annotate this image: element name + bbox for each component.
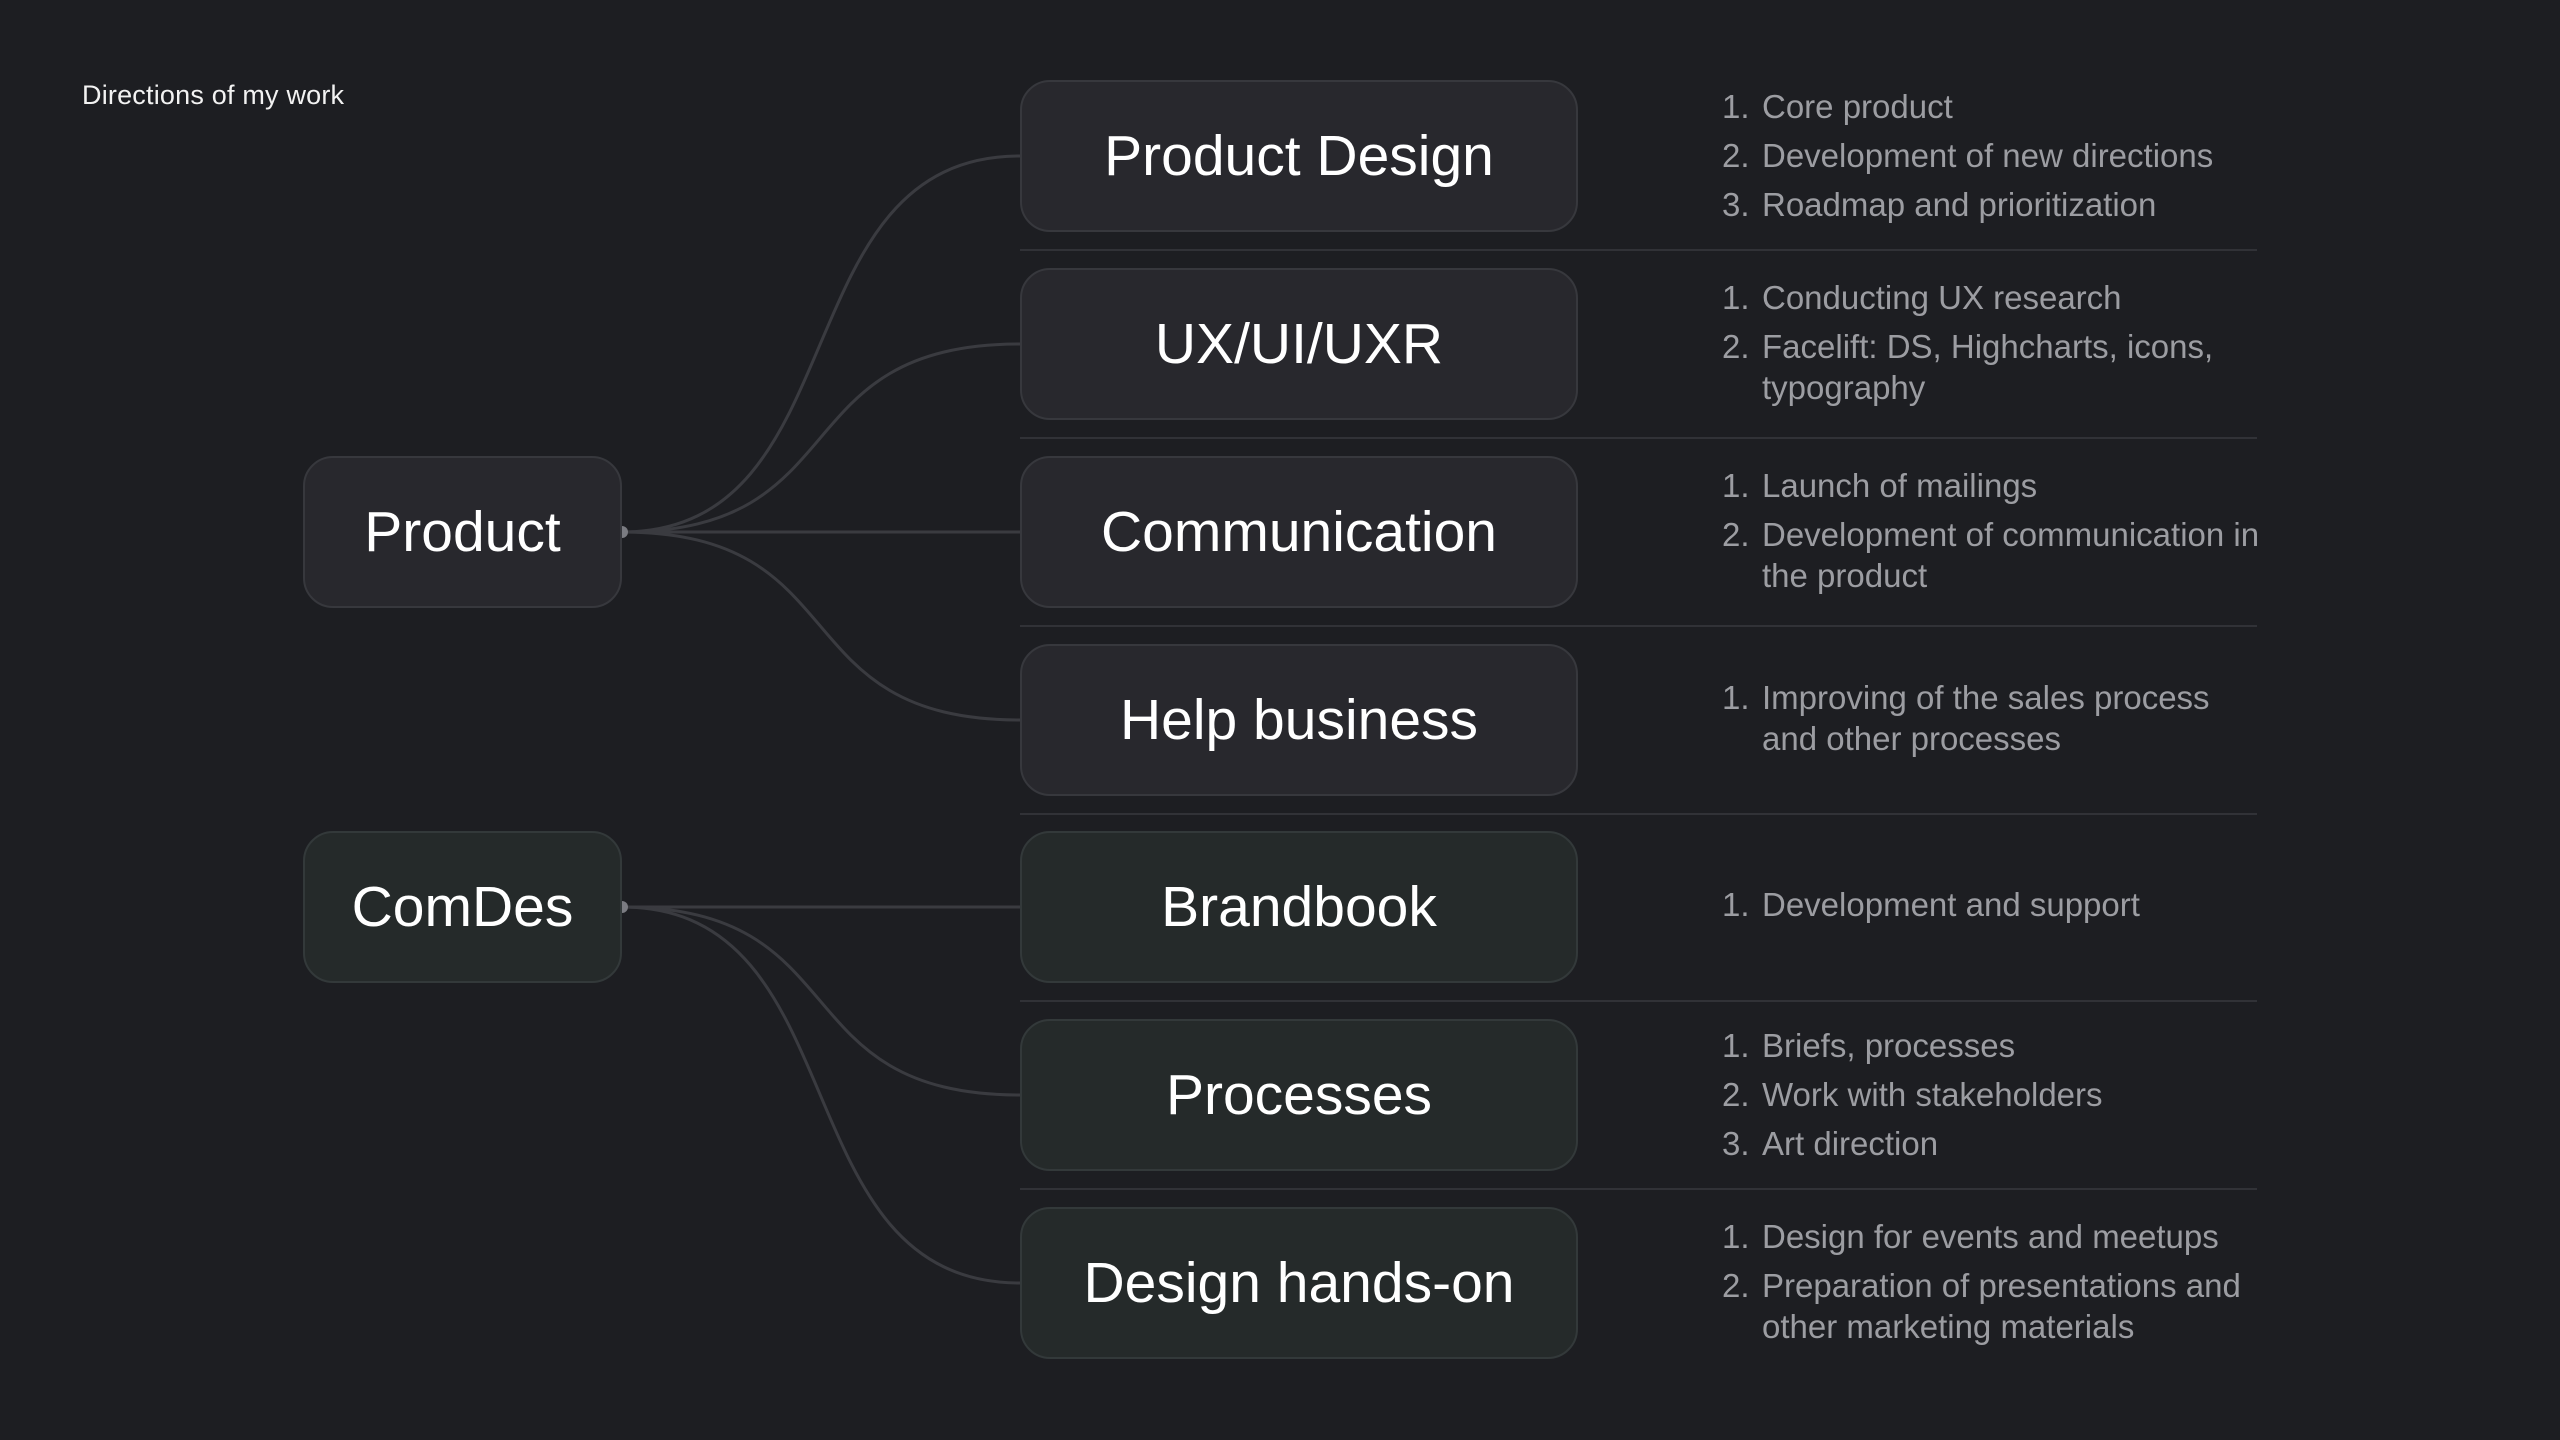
list-ux-ui-uxr: 1.Conducting UX research 2.Facelift: DS,… xyxy=(1722,277,2262,416)
list-item: 1.Design for events and meetups xyxy=(1722,1218,2219,1255)
child-node-label: Communication xyxy=(1101,500,1497,564)
child-node-product-design: Product Design xyxy=(1020,80,1578,232)
list-item: 1.Improving of the sales process and oth… xyxy=(1722,679,2210,757)
child-node-label: Help business xyxy=(1119,688,1479,752)
child-node-ux-ui-uxr: UX/UI/UXR xyxy=(1020,268,1578,420)
list-item: 1.Briefs, processes xyxy=(1722,1027,2016,1064)
row-divider xyxy=(1020,249,2257,251)
row-divider xyxy=(1020,1000,2257,1002)
root-node-label: ComDes xyxy=(351,875,574,939)
list-product-design: 1.Core product 2.Development of new dire… xyxy=(1722,86,2262,233)
list-item: 1.Conducting UX research xyxy=(1722,279,2122,316)
list-item: 3.Roadmap and prioritization xyxy=(1722,186,2157,223)
connector-help-business xyxy=(621,530,1021,722)
list-item: 1.Launch of mailings xyxy=(1722,467,2038,504)
root-node-product: Product xyxy=(303,456,622,608)
list-help-business: 1.Improving of the sales process and oth… xyxy=(1722,677,2262,767)
list-item: 2.Development of communication in the pr… xyxy=(1722,516,2260,594)
child-node-label: Product Design xyxy=(1104,124,1494,188)
child-node-brandbook: Brandbook xyxy=(1020,831,1578,983)
child-node-processes: Processes xyxy=(1020,1019,1578,1171)
list-item: 3.Art direction xyxy=(1722,1125,1939,1162)
row-divider xyxy=(1020,625,2257,627)
child-node-communication: Communication xyxy=(1020,456,1578,608)
list-item: 2.Preparation of presentations and other… xyxy=(1722,1267,2241,1345)
list-item: 1.Development and support xyxy=(1722,886,2140,923)
row-divider xyxy=(1020,813,2257,815)
child-node-label: Brandbook xyxy=(1161,875,1437,939)
row-divider xyxy=(1020,437,2257,439)
child-node-help-business: Help business xyxy=(1020,644,1578,796)
connector-processes xyxy=(621,905,1021,1097)
child-node-label: Design hands-on xyxy=(1083,1251,1515,1315)
list-processes: 1.Briefs, processes 2.Work with stakehol… xyxy=(1722,1025,2262,1172)
list-item: 1.Core product xyxy=(1722,88,1953,125)
connector-product-design xyxy=(621,154,1021,534)
page-title: Directions of my work xyxy=(82,80,345,110)
connector-ux-ui-uxr xyxy=(621,342,1021,534)
child-node-design-hands-on: Design hands-on xyxy=(1020,1207,1578,1359)
list-brandbook: 1.Development and support xyxy=(1722,884,2262,933)
list-design-hands-on: 1.Design for events and meetups 2.Prepar… xyxy=(1722,1216,2262,1355)
list-item: 2.Facelift: DS, Highcharts, icons, typog… xyxy=(1722,328,2214,406)
root-node-comdes: ComDes xyxy=(303,831,622,983)
row-divider xyxy=(1020,1188,2257,1190)
child-node-label: UX/UI/UXR xyxy=(1154,312,1444,376)
list-communication: 1.Launch of mailings 2.Development of co… xyxy=(1722,465,2262,604)
list-item: 2.Development of new directions xyxy=(1722,137,2214,174)
root-node-label: Product xyxy=(364,500,561,564)
connector-design-hands-on xyxy=(621,905,1021,1285)
list-item: 2.Work with stakeholders xyxy=(1722,1076,2103,1113)
child-node-label: Processes xyxy=(1165,1063,1433,1127)
